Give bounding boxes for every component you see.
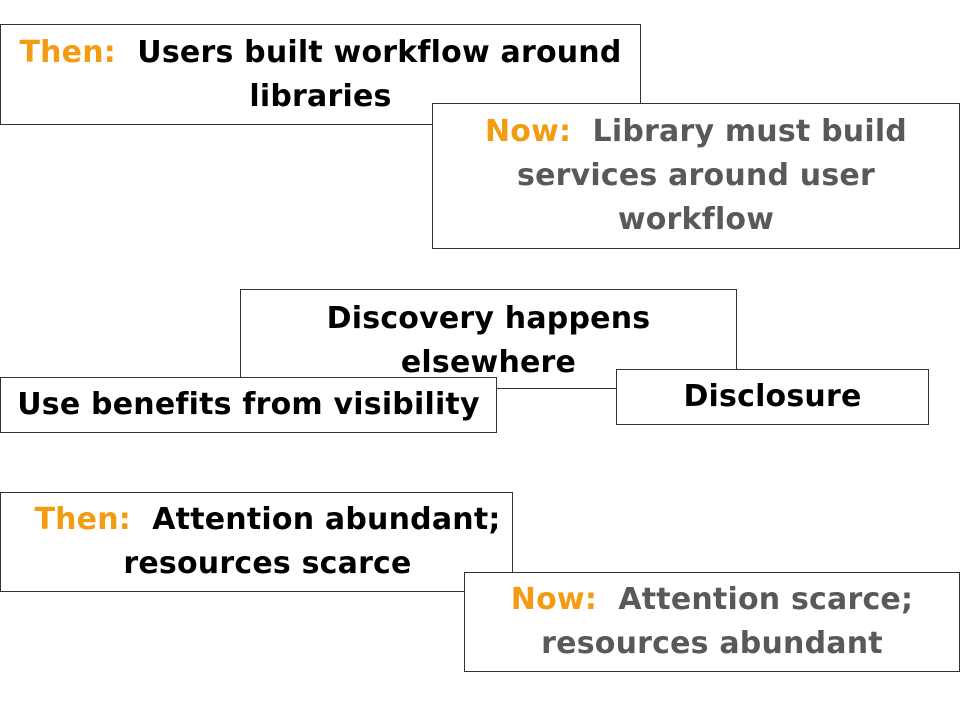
- now-workflow-box: Now: Library must build services around …: [432, 103, 960, 249]
- discovery-text: Discovery happens elsewhere: [326, 301, 651, 380]
- use-benefits-box: Use benefits from visibility: [0, 377, 497, 433]
- then-workflow-box: Then: Users built workflow around librar…: [0, 24, 641, 125]
- then-attention-text: Attention abundant; resources scarce: [123, 502, 501, 581]
- disclosure-box: Disclosure: [616, 369, 929, 425]
- now-attention-text: Attention scarce; resources abundant: [541, 582, 914, 661]
- then-label: Then:: [34, 502, 131, 537]
- use-benefits-text: Use benefits from visibility: [17, 387, 480, 422]
- now-workflow-statement: Now: Library must build services around …: [433, 110, 959, 242]
- then-attention-statement: Then: Attention abundant; resources scar…: [1, 498, 512, 586]
- then-workflow-text: Users built workflow around libraries: [137, 34, 622, 114]
- now-label: Now:: [485, 114, 572, 149]
- then-attention-box: Then: Attention abundant; resources scar…: [0, 492, 513, 592]
- then-label: Then:: [19, 34, 116, 70]
- then-workflow-statement: Then: Users built workflow around librar…: [1, 31, 640, 119]
- now-label: Now:: [510, 582, 598, 617]
- now-attention-statement: Now: Attention scarce; resources abundan…: [465, 578, 959, 666]
- now-attention-box: Now: Attention scarce; resources abundan…: [464, 572, 960, 672]
- disclosure-text: Disclosure: [683, 379, 862, 414]
- now-workflow-text: Library must build services around user …: [517, 114, 907, 237]
